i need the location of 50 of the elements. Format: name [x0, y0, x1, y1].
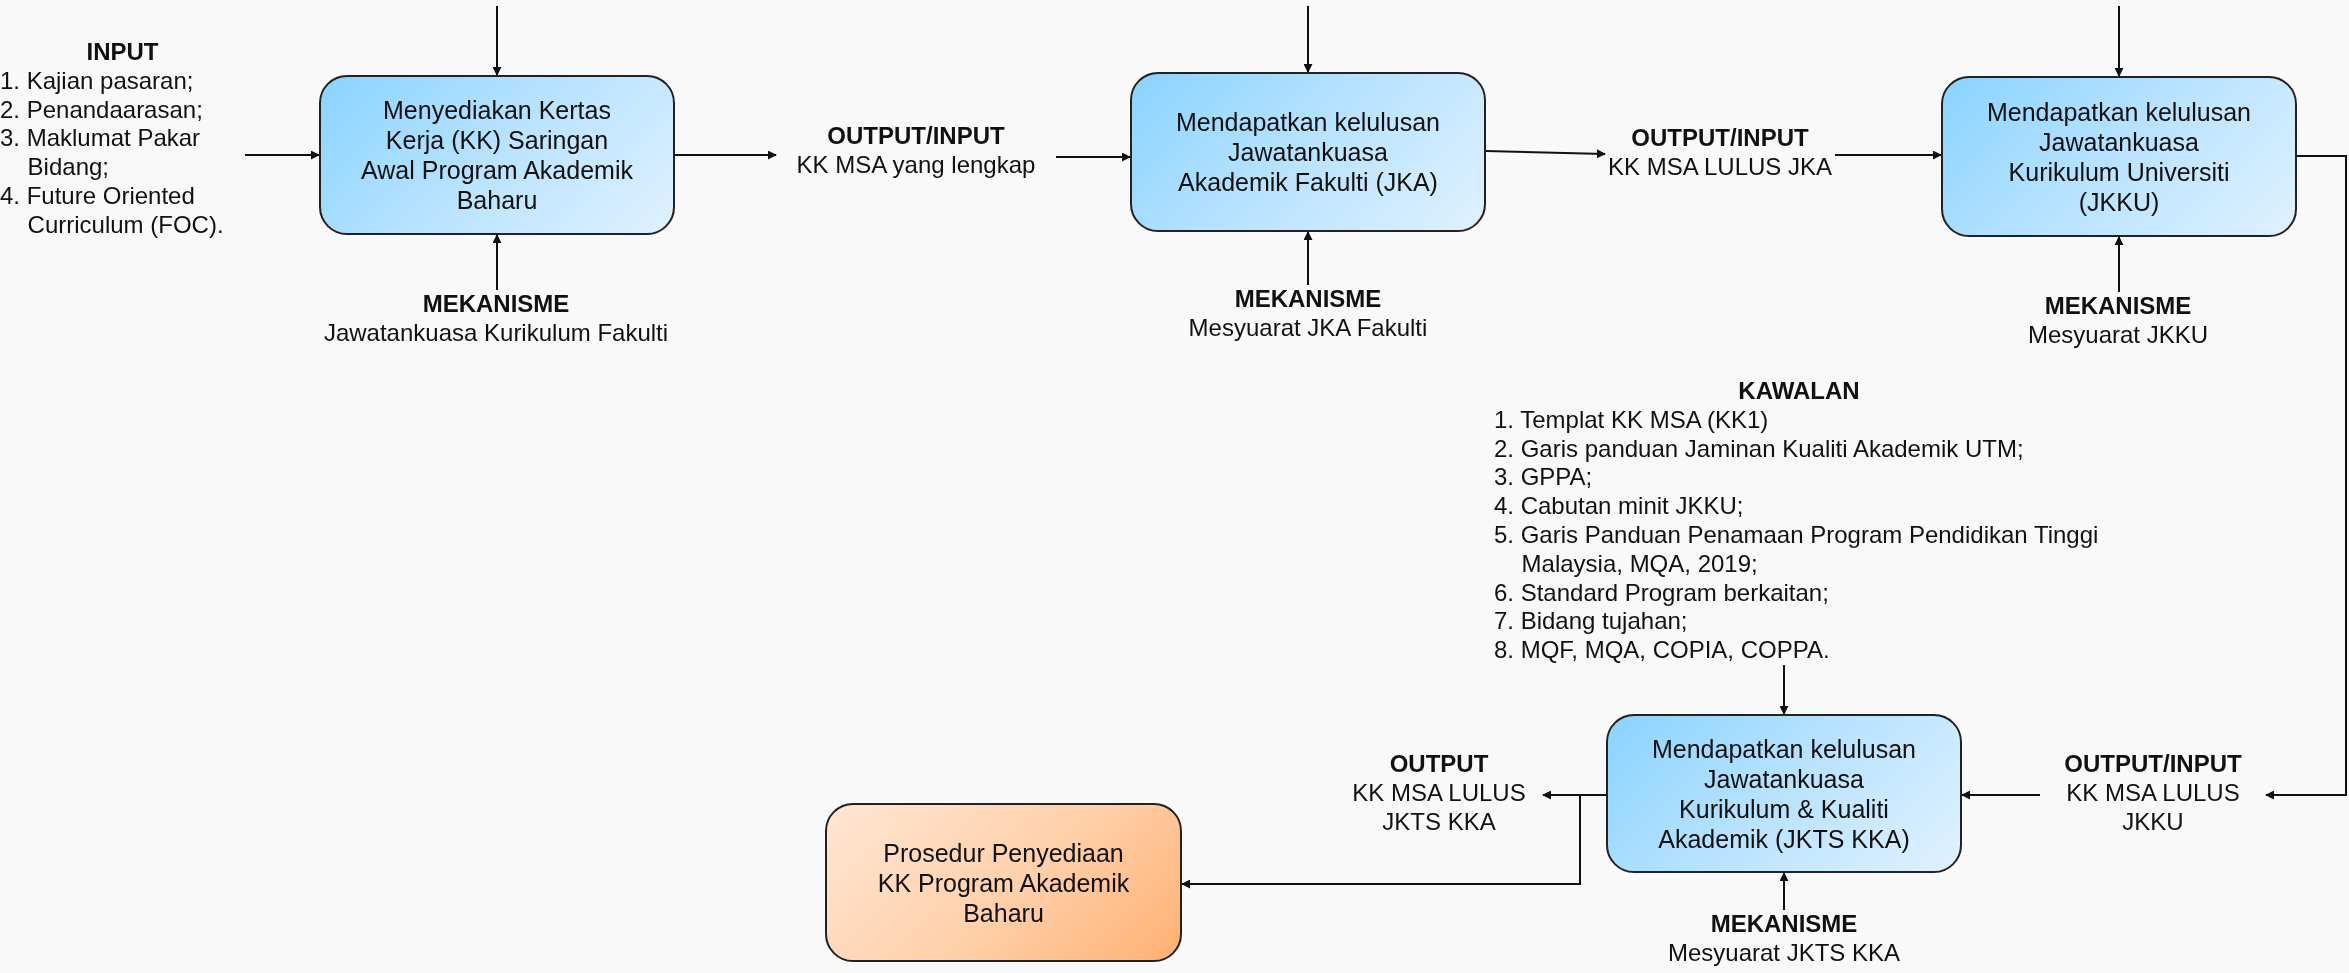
- arrow: [492, 5, 502, 76]
- section-heading: INPUT: [85, 38, 160, 67]
- section-heading: OUTPUT/INPUT: [2063, 750, 2243, 779]
- annotation-text: Mesyuarat JKA Fakulti: [1187, 313, 1429, 343]
- annotation-text: KK MSA LULUS JKA: [1606, 152, 1834, 182]
- arrow: [2265, 155, 2347, 800]
- annotation-text: KK MSA LULUS JKKU: [2065, 778, 2241, 837]
- arrow: [1779, 663, 1789, 715]
- list-item: 6. Standard Program berkaitan;: [1494, 578, 1830, 608]
- list-item: 1. Templat KK MSA (KK1): [1494, 405, 1770, 435]
- annotation-text: Jawatankuasa Kurikulum Fakulti: [322, 318, 670, 348]
- arrow: [1303, 5, 1313, 73]
- process-box: Menyediakan Kertas Kerja (KK) Saringan Awal Program Akademik Baharu: [319, 75, 675, 235]
- arrow: [674, 150, 777, 160]
- list-item: 4. Future Oriented Curriculum (FOC).: [0, 182, 225, 240]
- section-heading: OUTPUT/INPUT: [1630, 124, 1810, 153]
- process-box: Mendapatkan kelulusan Jawatankuasa Akademik Fakulti (JKA): [1130, 72, 1486, 232]
- section-heading: KAWALAN: [1737, 377, 1861, 406]
- list-item: 4. Cabutan minit JKKU;: [1494, 492, 1745, 521]
- annotation-text: KK MSA LULUS JKTS KKA: [1351, 778, 1527, 837]
- section-heading: OUTPUT/INPUT: [826, 122, 1006, 151]
- arrow: [1834, 150, 1942, 160]
- list-item: 3. Maklumat Pakar Bidang;: [0, 124, 202, 182]
- arrow: [244, 150, 320, 160]
- list-item: 8. MQF, MQA, COPIA, COPPA.: [1494, 636, 1831, 665]
- annotation-text: Mesyuarat JKKU: [2026, 320, 2210, 350]
- list-item: 3. GPPA;: [1494, 463, 1594, 493]
- arrow: [492, 234, 502, 291]
- annotation-text: KK MSA yang lengkap: [795, 150, 1037, 180]
- section-heading: MEKANISME: [1709, 910, 1859, 939]
- process-box: Prosedur Penyediaan KK Program Akademik Baharu: [825, 803, 1182, 962]
- section-heading: MEKANISME: [421, 290, 571, 319]
- list-item: 1. Kajian pasaran;: [0, 66, 195, 96]
- arrow: [1961, 790, 2041, 800]
- arrow: [1055, 152, 1131, 162]
- list-item: 7. Bidang tujahan;: [1494, 607, 1689, 637]
- arrow: [2114, 5, 2124, 77]
- list-item: 5. Garis Panduan Penamaan Program Pendidikan Tinggi Malaysia, MQA, 2019;: [1494, 521, 2100, 579]
- section-heading: MEKANISME: [2043, 292, 2193, 321]
- arrow: [1779, 872, 1789, 911]
- section-heading: MEKANISME: [1233, 285, 1383, 314]
- arrow: [1485, 149, 1606, 159]
- arrow: [2114, 236, 2124, 293]
- process-box: Mendapatkan kelulusan Jawatankuasa Kurikulum & Kualiti Akademik (JKTS KKA): [1606, 714, 1962, 873]
- section-heading: OUTPUT: [1388, 750, 1490, 779]
- annotation-text: Mesyuarat JKTS KKA: [1666, 938, 1902, 968]
- process-box: Mendapatkan kelulusan Jawatankuasa Kurikulum Universiti (JKKU): [1941, 76, 2297, 237]
- list-item: 2. Penandaarasan;: [0, 95, 204, 125]
- arrow: [1303, 231, 1313, 286]
- list-item: 2. Garis panduan Jaminan Kualiti Akademik UTM;: [1494, 434, 2025, 464]
